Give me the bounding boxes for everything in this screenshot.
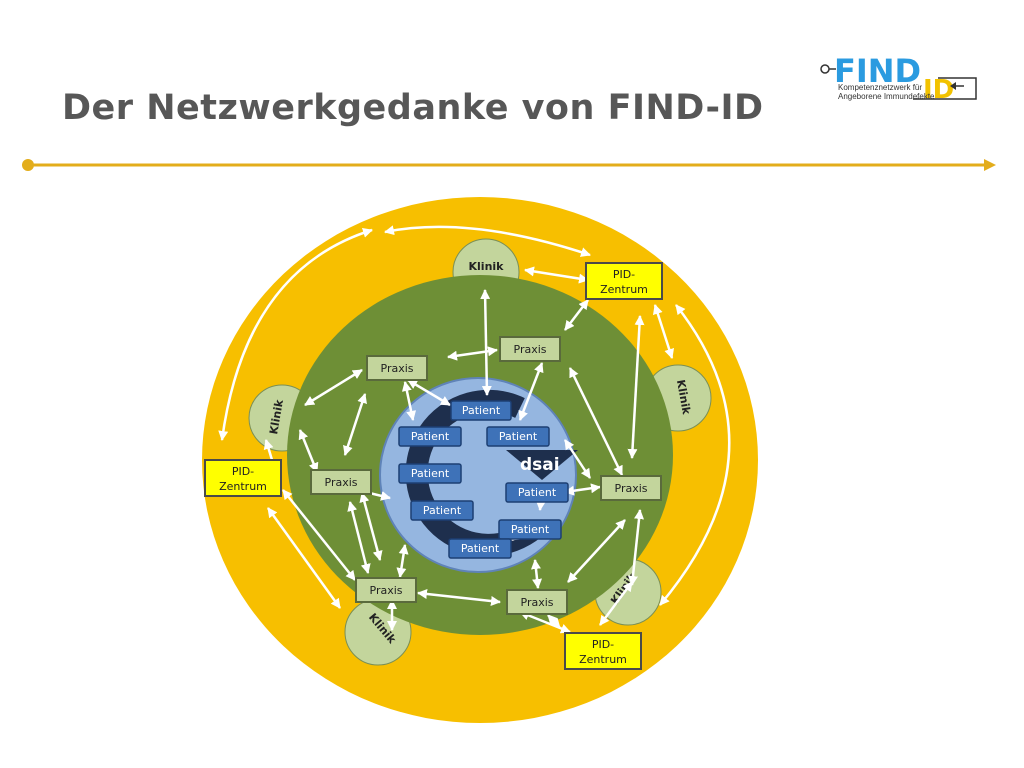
pid-label-line1: PID- [592, 638, 614, 651]
praxis-label: Praxis [370, 584, 403, 597]
praxis-box: Praxis [499, 336, 561, 362]
patient-label: Patient [411, 430, 450, 443]
connection-arrow [282, 489, 356, 581]
praxis-box: Praxis [355, 577, 417, 603]
find-id-logo: FIND ID Kompetenznetzwerk für Angeborene… [818, 52, 983, 104]
connection-arrow [563, 439, 592, 479]
praxis-label: Praxis [381, 362, 414, 375]
connection-arrow [564, 483, 601, 496]
connection-arrow [567, 519, 626, 583]
patient-box: Patient [398, 463, 462, 484]
patient-box: Patient [498, 519, 562, 540]
connection-arrow [298, 429, 319, 473]
connection-arrow [396, 544, 409, 578]
pid-label-line1: PID- [232, 465, 254, 478]
praxis-label: Praxis [325, 476, 358, 489]
connection-arrow [343, 393, 367, 456]
patient-box: Patient [448, 538, 512, 559]
connection-arrow [218, 227, 373, 441]
connection-arrow [598, 581, 634, 626]
connection-arrow [384, 225, 591, 257]
patient-label: Patient [461, 542, 500, 555]
connection-arrow [659, 304, 731, 606]
klinik-label: Klinik [469, 260, 505, 273]
patient-box: Patient [410, 500, 474, 521]
patient-box: Patient [398, 426, 462, 447]
praxis-box: Praxis [310, 469, 372, 495]
praxis-box: Praxis [506, 589, 568, 615]
pid-label-line2: Zentrum [579, 653, 627, 666]
patient-box: Patient [450, 400, 512, 421]
patient-label: Patient [499, 430, 538, 443]
patient-label: Patient [518, 486, 557, 499]
praxis-label: Praxis [521, 596, 554, 609]
pid-label-line1: PID- [613, 268, 635, 281]
connection-arrow [518, 362, 544, 421]
pid-zentrum-box: PID- Zentrum [564, 632, 642, 670]
pid-label-line2: Zentrum [600, 283, 648, 296]
connection-arrow [347, 501, 371, 574]
patient-box: Patient [486, 426, 550, 447]
pid-label-line2: Zentrum [219, 480, 267, 493]
patient-label: Patient [511, 523, 550, 536]
logo-tagline-line2: Angeborene Immundefekte [838, 92, 935, 101]
connection-arrow [524, 266, 589, 284]
praxis-label: Praxis [615, 482, 648, 495]
connection-arrow [480, 289, 492, 396]
logo-tagline: Kompetenznetzwerk für Angeborene Immunde… [838, 83, 935, 101]
patient-label: Patient [411, 467, 450, 480]
connection-arrow [652, 304, 675, 359]
connection-arrow [530, 559, 543, 589]
praxis-box: Praxis [600, 475, 662, 501]
connection-arrow [627, 315, 645, 459]
connection-arrow [568, 367, 624, 476]
title-divider [22, 159, 996, 171]
center-label: dsai [520, 455, 560, 475]
connection-arrow [564, 299, 589, 331]
connection-arrow [627, 509, 645, 586]
patient-box: Patient [505, 482, 569, 503]
divider-arrowhead [984, 159, 996, 171]
logo-find-text: FIND [834, 52, 921, 90]
circular-arrow-head-icon [506, 450, 578, 480]
connection-arrow [519, 610, 571, 634]
connection-arrow [447, 346, 498, 361]
pid-zentrum-box: PID- Zentrum [204, 459, 282, 497]
connection-arrow [407, 378, 451, 407]
pid-zentrum-box: PID- Zentrum [585, 262, 663, 300]
praxis-label: Praxis [514, 343, 547, 356]
patient-label: Patient [423, 504, 462, 517]
connection-arrow [417, 589, 501, 606]
connection-arrow [304, 368, 363, 407]
logo-tagline-line1: Kompetenznetzwerk für [838, 83, 923, 92]
patient-label: Patient [462, 404, 501, 417]
praxis-box: Praxis [366, 355, 428, 381]
page-title: Der Netzwerkgedanke von FIND-ID [62, 88, 764, 128]
connection-arrow [547, 614, 561, 629]
